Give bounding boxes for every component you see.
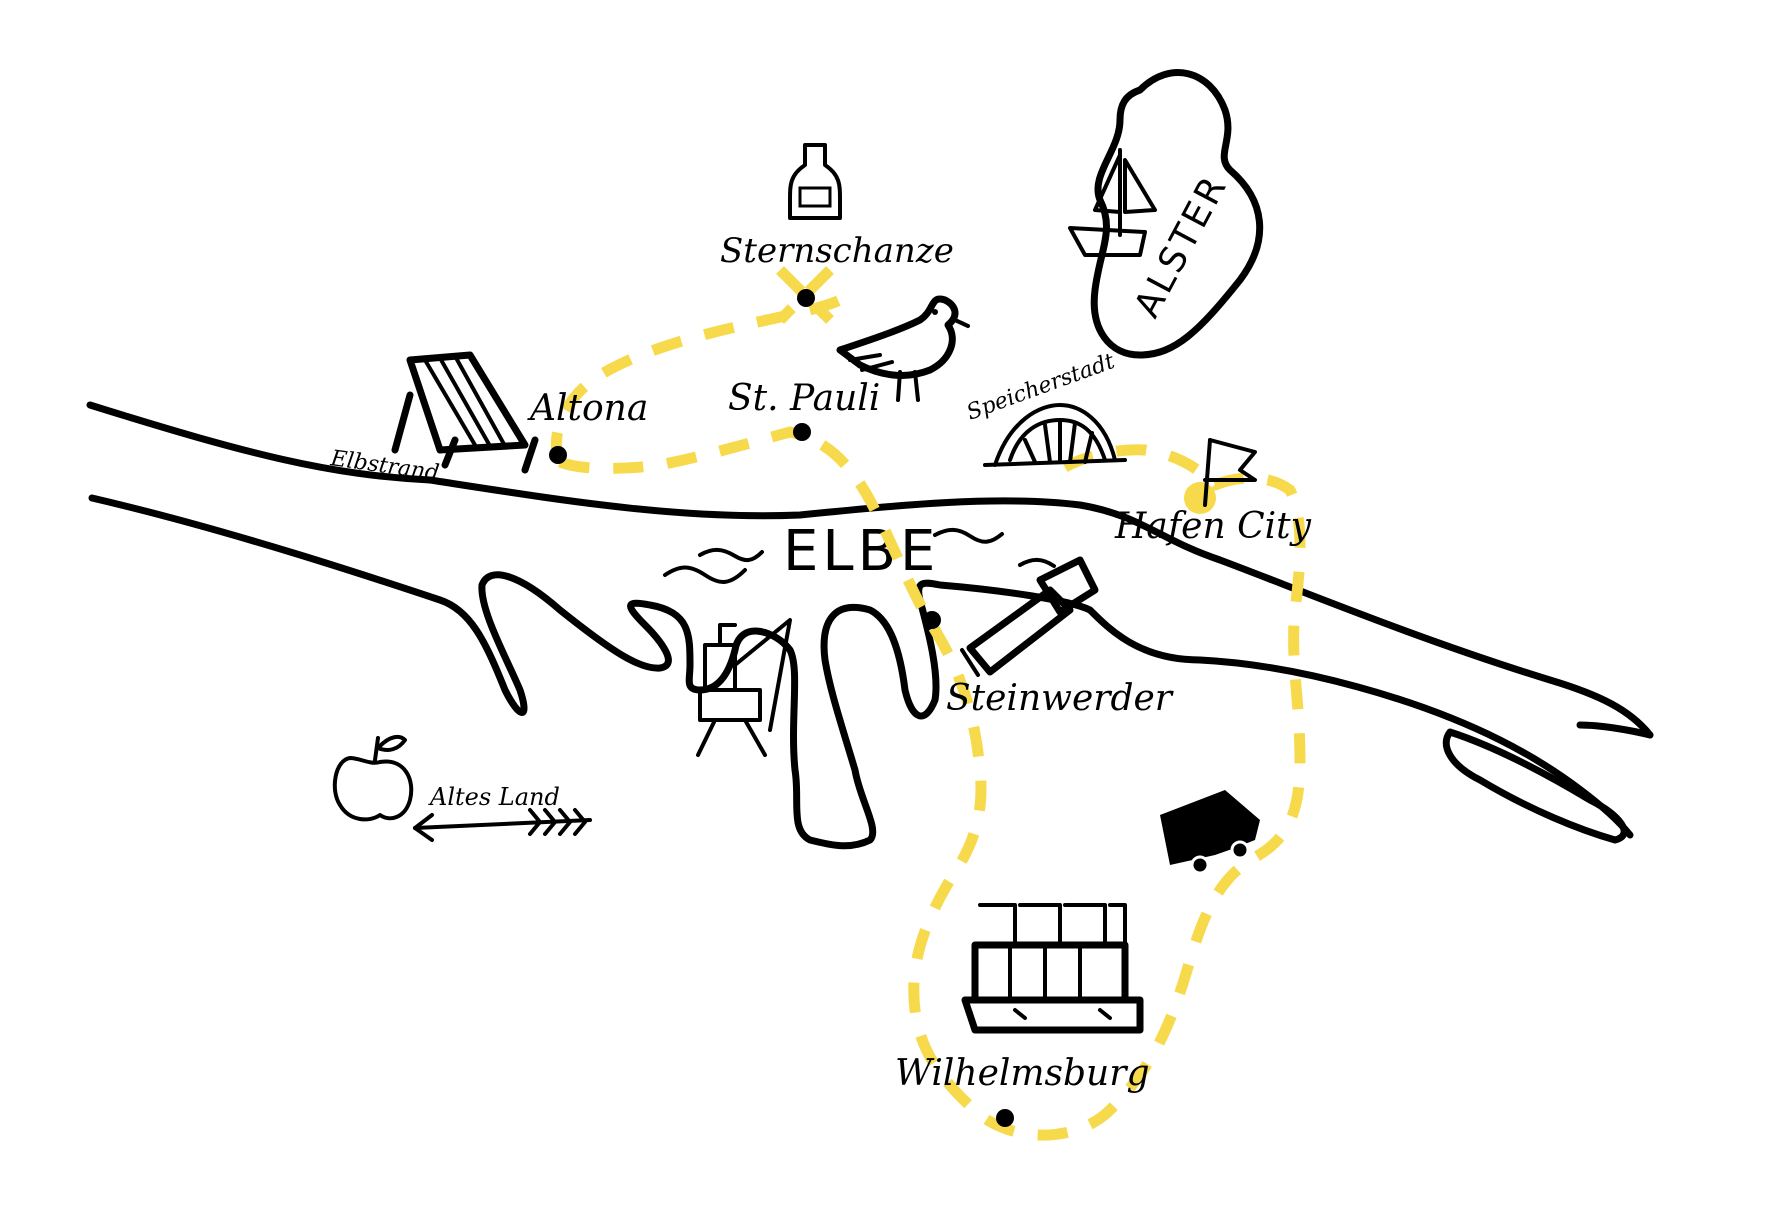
dot-steinwerder [923, 611, 941, 629]
waves [663, 527, 1056, 584]
label-wilhelmsburg: Wilhelmsburg [895, 1053, 1150, 1094]
truck-icon [1160, 790, 1260, 875]
bridge-icon [983, 403, 1127, 467]
dot-st-pauli [793, 423, 811, 441]
tour-route [550, 266, 1306, 1141]
flag-icon [1203, 438, 1257, 507]
label-altes-land: Altes Land [428, 783, 560, 811]
arrow-icon [413, 808, 592, 842]
beach-chair-icon [391, 351, 539, 474]
label-st-pauli: St. Pauli [728, 378, 880, 419]
location-dots [549, 289, 1216, 1127]
apple-icon [332, 734, 414, 822]
label-altona: Altona [527, 388, 648, 429]
sailboat-icon [1068, 148, 1157, 257]
crane-icon [696, 618, 792, 757]
label-elbstrand: Elbstrand [328, 446, 441, 486]
building-icon [961, 903, 1144, 1034]
elbe-label: ELBE [783, 519, 939, 584]
label-steinwerder: Steinwerder [946, 678, 1174, 719]
seagull-icon [836, 295, 970, 402]
dot-sternschanze [797, 289, 815, 307]
dot-wilhelmsburg [996, 1109, 1014, 1127]
label-hafen-city: Hafen City [1114, 506, 1312, 547]
label-speicherstadt: Speicherstadt [964, 349, 1119, 426]
label-sternschanze: Sternschanze [720, 231, 954, 271]
dot-altona [549, 446, 567, 464]
bottle-icon [788, 143, 842, 220]
telescope-icon [960, 556, 1099, 677]
elbe-river [86, 401, 1654, 850]
